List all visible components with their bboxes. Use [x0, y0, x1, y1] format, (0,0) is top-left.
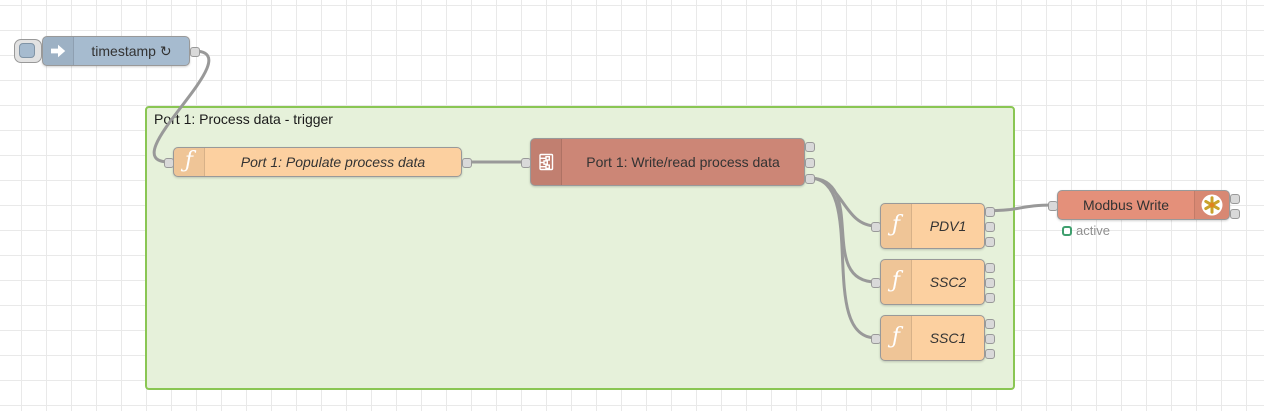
output-port[interactable] [985, 334, 995, 344]
node-writeread[interactable]: Port 1: Write/read process data [521, 138, 815, 186]
function-icon: ƒ [881, 316, 912, 360]
output-port[interactable] [985, 318, 995, 329]
output-port[interactable] [805, 158, 815, 168]
output-port[interactable] [1230, 208, 1240, 219]
output-port[interactable] [985, 278, 995, 288]
node-label: Port 1: Write/read process data [586, 154, 780, 170]
output-port[interactable] [190, 47, 200, 57]
output-port[interactable] [985, 222, 995, 232]
node-label: Port 1: Populate process data [240, 154, 426, 170]
output-port[interactable] [462, 158, 472, 168]
wire-inject-to-populate[interactable] [152, 49, 211, 164]
input-port[interactable] [871, 222, 881, 232]
group-label: Port 1: Process data - trigger [154, 111, 333, 127]
output-port[interactable] [985, 237, 995, 248]
function-f-glyph: ƒ [891, 268, 901, 293]
output-port[interactable] [805, 142, 815, 152]
function-icon: ƒ [881, 260, 912, 304]
node-pdv1[interactable]: ƒ PDV1 [871, 203, 995, 249]
wire-pdv1-to-modbus[interactable] [987, 203, 1055, 213]
output-port[interactable] [985, 262, 995, 273]
input-port[interactable] [1048, 201, 1058, 211]
node-ssc2[interactable]: ƒ SSC2 [871, 259, 995, 305]
node-label: SSC1 [929, 330, 967, 346]
inject-button-inner [19, 43, 35, 58]
output-port[interactable] [985, 206, 995, 217]
input-port[interactable] [871, 278, 881, 288]
modbus-flower-icon [1194, 191, 1229, 219]
node-label: Modbus Write [1082, 197, 1170, 213]
node-inject[interactable]: timestamp ↻ [14, 36, 200, 66]
function-icon: ƒ [881, 204, 912, 248]
node-label: PDV1 [929, 218, 967, 234]
output-port[interactable] [1230, 193, 1240, 204]
function-icon: ƒ [174, 148, 205, 176]
node-populate[interactable]: ƒ Port 1: Populate process data [164, 147, 472, 177]
input-port[interactable] [164, 158, 174, 168]
input-port[interactable] [871, 334, 881, 344]
input-port[interactable] [521, 158, 531, 168]
function-f-glyph: ƒ [891, 212, 901, 237]
wire-writeread-to-ssc2[interactable] [807, 176, 878, 284]
node-ssc1[interactable]: ƒ SSC1 [871, 315, 995, 361]
function-f-glyph: ƒ [891, 324, 901, 349]
node-label: SSC2 [929, 274, 967, 290]
inject-arrow-icon [43, 37, 74, 65]
function-f-glyph: ƒ [184, 148, 194, 173]
output-port[interactable] [985, 349, 995, 360]
template-icon [531, 139, 562, 185]
wire-writeread-to-ssc1[interactable] [807, 176, 878, 340]
output-port[interactable] [985, 293, 995, 304]
inject-button[interactable] [14, 39, 42, 63]
node-label: timestamp ↻ [91, 42, 172, 59]
output-port[interactable] [805, 174, 815, 184]
node-modbus[interactable]: Modbus Write [1048, 190, 1240, 220]
